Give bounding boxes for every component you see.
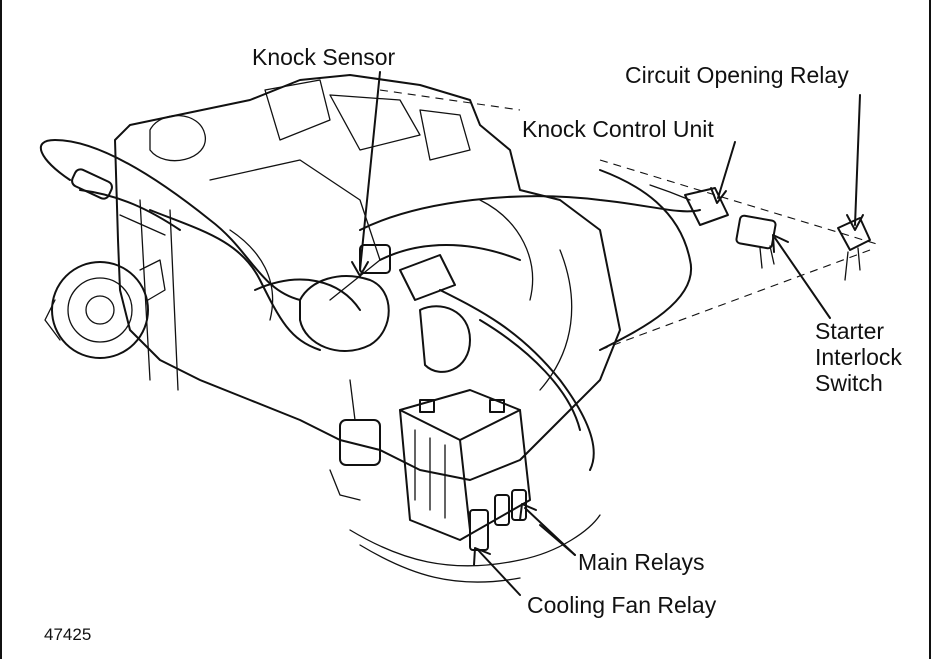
label-starter-line-1: Starter bbox=[815, 318, 885, 344]
label-starter-line-3: Switch bbox=[815, 370, 883, 396]
knock-control-unit bbox=[649, 184, 729, 226]
battery bbox=[399, 389, 531, 541]
label-knock-control-unit: Knock Control Unit bbox=[522, 116, 714, 142]
dashed-guide-line bbox=[599, 159, 881, 246]
frame-border-right bbox=[929, 0, 931, 659]
dashed-guide-line-3 bbox=[379, 89, 521, 111]
label-main-relays: Main Relays bbox=[578, 549, 705, 575]
leader-lines bbox=[351, 71, 864, 596]
label-cooling-fan-relay: Cooling Fan Relay bbox=[527, 592, 717, 618]
starter-interlock-switch bbox=[735, 214, 777, 269]
label-knock-sensor: Knock Sensor bbox=[252, 44, 396, 70]
relay-cluster bbox=[349, 489, 601, 583]
frame-border-left bbox=[0, 0, 2, 659]
ignition-coil bbox=[329, 379, 381, 501]
label-circuit-opening-relay: Circuit Opening Relay bbox=[625, 62, 849, 88]
circuit-opening-relay bbox=[837, 217, 871, 281]
figure-number: 47425 bbox=[44, 625, 92, 644]
label-starter-line-2: Interlock bbox=[815, 344, 902, 370]
distributor bbox=[299, 244, 471, 373]
dashed-guide-line-2 bbox=[599, 249, 871, 351]
alternator bbox=[44, 259, 166, 359]
engine-block bbox=[114, 74, 621, 481]
wiring-harness bbox=[39, 139, 701, 471]
